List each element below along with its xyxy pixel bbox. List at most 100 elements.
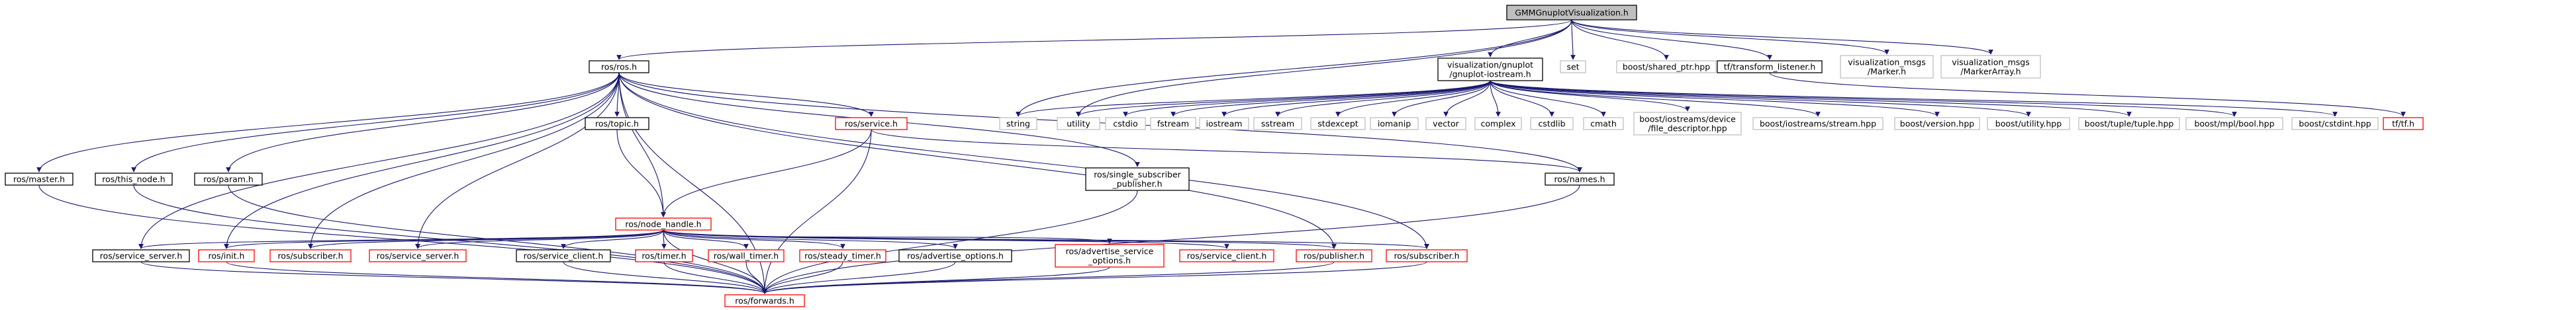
include-edge-path — [871, 129, 1582, 173]
include-edge-path — [1335, 80, 1491, 117]
graph-node-ros-master[interactable]: ros/master.h — [5, 173, 73, 186]
include-edge-path — [1490, 80, 1554, 117]
node-box — [1987, 117, 2070, 130]
graph-node-ros-subscriber-b[interactable]: ros/subscriber.h — [1386, 249, 1468, 262]
include-edge — [1571, 19, 1669, 60]
node-label: boost/iostreams/device — [1639, 114, 1736, 124]
graph-node-ros-timer[interactable]: ros/timer.h — [635, 249, 693, 262]
graph-node-cstdio: cstdio — [1105, 117, 1146, 130]
include-edge-path — [762, 261, 843, 294]
graph-node-ros-service[interactable]: ros/service.h — [835, 117, 908, 130]
node-box — [1560, 60, 1586, 73]
include-edge — [1275, 80, 1491, 117]
graph-node-string: string — [999, 117, 1037, 130]
node-box — [1386, 249, 1468, 262]
node-label: ros/names.h — [1554, 174, 1605, 184]
graph-node-ros-service-client-b[interactable]: ros/service_client.h — [1179, 249, 1274, 262]
graph-node-boost-shared-ptr: boost/shared_ptr.hpp — [1616, 60, 1717, 73]
node-box — [1545, 173, 1615, 186]
node-label: boost/version.hpp — [1900, 119, 1974, 129]
node-box — [1437, 58, 1543, 81]
include-edge-path — [762, 266, 1110, 294]
graph-node-ros-advertise-options[interactable]: ros/advertise_options.h — [898, 249, 1012, 262]
include-edge-path — [1076, 19, 1572, 117]
node-label: /Marker.h — [1868, 67, 1906, 77]
node-box — [1150, 117, 1196, 130]
include-edge-path — [1123, 80, 1491, 117]
graph-node-ros-this-node[interactable]: ros/this_node.h — [95, 173, 173, 186]
graph-node-ros-param[interactable]: ros/param.h — [194, 173, 263, 186]
include-edge — [415, 72, 620, 249]
include-edge — [762, 190, 1138, 294]
include-edge — [618, 72, 666, 217]
include-edge — [762, 261, 1335, 294]
graph-node-ros-service-server-b[interactable]: ros/service_server.h — [369, 249, 467, 262]
graph-node-boost-mpl-bool: boost/mpl/bool.hpp — [2185, 117, 2283, 130]
graph-node-tf-tf[interactable]: tf/tf.h — [2383, 117, 2424, 130]
include-edge-path — [415, 72, 620, 249]
include-edge-path — [618, 72, 666, 217]
node-label: ros/master.h — [13, 174, 65, 184]
node-box — [1583, 117, 1624, 130]
node-label: sstream — [1261, 119, 1294, 129]
node-box — [2078, 117, 2180, 130]
graph-node-ros-node-handle[interactable]: ros/node_handle.h — [615, 217, 712, 231]
graph-node-root[interactable]: GMMGnuplotVisualization.h — [1506, 5, 1637, 20]
include-edge — [663, 229, 1229, 249]
graph-node-ros-topic[interactable]: ros/topic.h — [585, 117, 649, 130]
node-label: iostream — [1206, 119, 1243, 129]
node-box — [198, 249, 255, 262]
node-box — [1105, 117, 1146, 130]
include-edge — [663, 229, 1429, 249]
include-edge — [661, 129, 872, 217]
node-label: ros/service_server.h — [377, 251, 459, 261]
node-label: ros/topic.h — [595, 119, 639, 129]
graph-node-ros-advertise-service-options[interactable]: ros/advertise_service_options.h — [1055, 244, 1165, 268]
graph-node-ros-steady-timer[interactable]: ros/steady_timer.h — [799, 249, 886, 262]
include-edge-path — [563, 261, 767, 294]
node-box — [1616, 60, 1717, 73]
include-edge-path — [140, 261, 767, 294]
node-label: _publisher.h — [1112, 179, 1163, 189]
include-edge-path — [415, 229, 664, 249]
graph-node-ros-service-server[interactable]: ros/service_server.h — [92, 249, 190, 262]
graph-node-ros-forwards[interactable]: ros/forwards.h — [724, 294, 805, 307]
graph-node-tf-listener[interactable]: tf/transform_listener.h — [1717, 60, 1823, 73]
include-edge-path — [1016, 19, 1572, 117]
include-edge — [224, 229, 664, 249]
graph-node-ros-names[interactable]: ros/names.h — [1545, 173, 1615, 186]
include-edge — [138, 229, 664, 249]
include-edge — [226, 72, 620, 173]
include-edge — [1490, 80, 2031, 117]
include-edge-path — [618, 72, 1429, 249]
graph-node-ros-single-sub-pub[interactable]: ros/single_subscriber_publisher.h — [1085, 167, 1190, 191]
include-edge — [618, 72, 1429, 249]
node-label: boost/tuple/tuple.hpp — [2085, 119, 2174, 129]
include-edge-path — [1490, 80, 1606, 117]
edges-layer — [36, 19, 2406, 294]
include-edge-path — [1275, 80, 1491, 117]
include-edge-path — [1571, 19, 1772, 60]
include-edge — [762, 261, 956, 294]
nodes-layer: GMMGnuplotVisualization.h ros/ros.h visual… — [5, 5, 2424, 307]
graph-node-boost-version: boost/version.hpp — [1894, 117, 1980, 130]
node-label: ros/advertise_service — [1066, 247, 1154, 256]
include-edge-path — [1443, 80, 1491, 117]
graph-node-ros-ros[interactable]: ros/ros.h — [589, 60, 649, 73]
graph-node-boost-utility: boost/utility.hpp — [1987, 117, 2070, 130]
node-label: utility — [1067, 119, 1090, 129]
node-box — [1530, 117, 1574, 130]
graph-node-ros-service-client[interactable]: ros/service_client.h — [516, 249, 611, 262]
node-label: string — [1006, 119, 1030, 129]
graph-node-ros-wall-timer[interactable]: ros/wall_timer.h — [708, 249, 785, 262]
graph-node-gnuplot[interactable]: visualization/gnuplot/gnuplot-iostream.h — [1437, 58, 1543, 81]
node-label: tf/transform_listener.h — [1724, 62, 1816, 72]
graph-node-ros-init[interactable]: ros/init.h — [198, 249, 255, 262]
include-edge-path — [1490, 80, 1501, 117]
graph-node-ros-subscriber-a[interactable]: ros/subscriber.h — [269, 249, 352, 262]
graph-node-vector: vector — [1425, 117, 1466, 130]
node-box — [1506, 5, 1637, 20]
graph-node-ros-publisher[interactable]: ros/publisher.h — [1296, 249, 1372, 262]
include-edge — [1443, 80, 1491, 117]
include-edge-path — [1490, 80, 2237, 117]
